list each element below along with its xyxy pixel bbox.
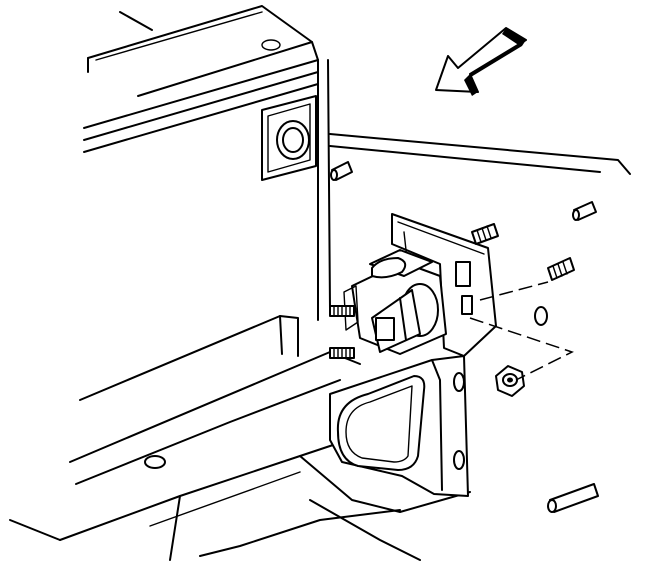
locating-pins: [330, 161, 599, 513]
alignment-line-stud: [479, 281, 549, 301]
relay-module: [329, 213, 497, 359]
mounting-studs: [471, 223, 575, 281]
pin-left: [330, 161, 353, 181]
rubber-grommet: [261, 95, 317, 181]
stud-upper: [471, 223, 499, 245]
direction-arrow-icon: [435, 27, 527, 96]
pin-bottom: [547, 483, 599, 513]
stud-right: [547, 257, 575, 281]
retaining-nut: [495, 365, 525, 397]
bracket: [329, 306, 548, 497]
frame-rail: [9, 5, 631, 561]
alignment-line-nut: [469, 317, 574, 381]
pin-right-upper: [572, 201, 597, 221]
